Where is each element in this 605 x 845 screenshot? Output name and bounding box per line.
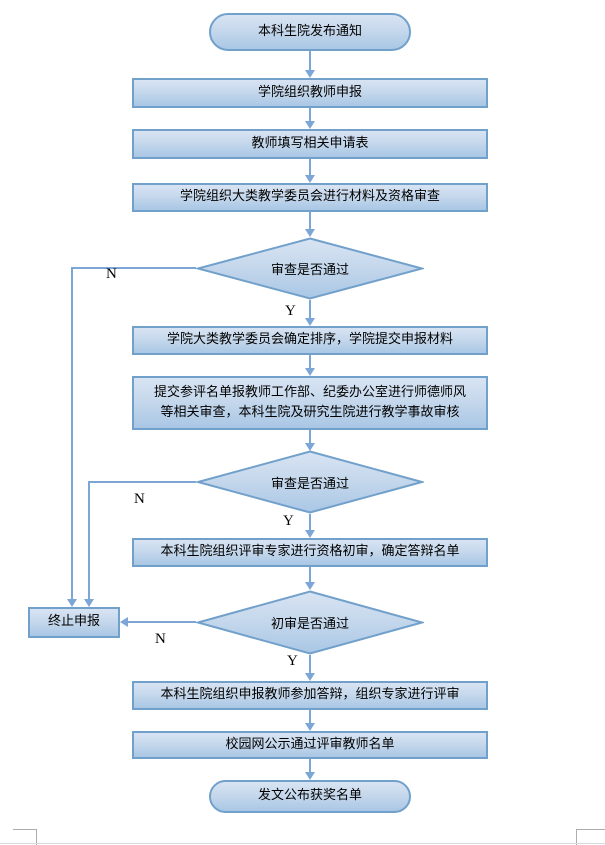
arrowhead-icon xyxy=(305,582,315,590)
process-committee-material-review: 学院组织大类教学委员会进行材料及资格审查 xyxy=(132,183,488,212)
connector-step7-step8 xyxy=(309,710,311,723)
arrowhead-icon xyxy=(305,772,315,780)
connector-no3-horizontal xyxy=(128,621,196,623)
connector-no2-vertical xyxy=(88,481,90,599)
page-margin-mark xyxy=(576,829,577,845)
connector-step4-step5 xyxy=(309,355,311,368)
process-defense-expert-evaluation: 本科生院组织申报教师参加答辩，组织专家进行评审 xyxy=(132,681,488,710)
arrowhead-icon xyxy=(305,530,315,538)
diamond-shape xyxy=(196,450,424,514)
connector-no2-horizontal xyxy=(89,481,196,483)
arrowhead-icon xyxy=(305,121,315,129)
process-campus-publicity: 校园网公示通过评审教师名单 xyxy=(132,731,488,759)
connector-step3-decision1 xyxy=(309,212,311,229)
connector-step1-step2 xyxy=(309,108,311,121)
process-committee-ranking-submit: 学院大类教学委员会确定排序，学院提交申报材料 xyxy=(132,326,488,355)
arrowhead-icon xyxy=(305,723,315,731)
diamond-shape xyxy=(196,590,424,655)
label-no-3: N xyxy=(155,631,166,647)
decision-review-pass-2: 审查是否通过 xyxy=(196,450,424,514)
decision-review-pass-1: 审查是否通过 xyxy=(196,237,424,300)
terminator-start: 本科生院发布通知 xyxy=(209,13,411,51)
arrowhead-icon xyxy=(305,229,315,237)
process-terminate-application: 终止申报 xyxy=(28,607,120,638)
arrowhead-icon xyxy=(84,599,94,607)
arrowhead-icon xyxy=(305,443,315,451)
process-teacher-fill-forms: 教师填写相关申请表 xyxy=(132,129,488,159)
connector-step8-end xyxy=(309,759,311,772)
connector-step2-step3 xyxy=(309,159,311,175)
label-yes-3: Y xyxy=(287,653,298,669)
label-no-1: N xyxy=(106,266,117,282)
connector-no1-vertical xyxy=(71,267,73,599)
page-margin-mark xyxy=(576,829,605,830)
arrowhead-icon xyxy=(67,599,77,607)
process-ethics-accident-review: 提交参评名单报教师工作部、纪委办公室进行师德师风 等相关审查，本科生院及研究生院… xyxy=(132,376,488,430)
diamond-shape xyxy=(196,237,424,300)
connector-decision3-step7 xyxy=(309,655,311,673)
page-margin-mark xyxy=(13,829,36,830)
process-expert-preliminary-review: 本科生院组织评审专家进行资格初审，确定答辩名单 xyxy=(132,538,488,567)
page-edge-line xyxy=(0,843,605,844)
connector-step5-decision2 xyxy=(309,430,311,443)
arrowhead-icon xyxy=(305,368,315,376)
decision-label: 初审是否通过 xyxy=(270,617,349,632)
connector-step6-decision3 xyxy=(309,567,311,582)
label-yes-1: Y xyxy=(285,303,296,319)
arrowhead-icon xyxy=(120,617,128,627)
label-yes-2: Y xyxy=(283,513,294,529)
label-no-2: N xyxy=(134,491,145,507)
terminator-end: 发文公布获奖名单 xyxy=(209,780,411,813)
process-college-organize-application: 学院组织教师申报 xyxy=(132,78,488,108)
decision-label: 审查是否通过 xyxy=(270,263,349,278)
arrowhead-icon xyxy=(305,673,315,681)
decision-label: 审查是否通过 xyxy=(270,476,349,492)
connector-no1-horizontal xyxy=(72,267,196,269)
connector-decision1-step4 xyxy=(309,300,311,318)
connector-decision2-step6 xyxy=(309,514,311,530)
arrowhead-icon xyxy=(305,70,315,78)
arrowhead-icon xyxy=(305,175,315,183)
decision-preliminary-pass: 初审是否通过 xyxy=(196,590,424,655)
page-margin-mark xyxy=(36,829,37,845)
connector-start-step1 xyxy=(309,51,311,70)
arrowhead-icon xyxy=(305,318,315,326)
